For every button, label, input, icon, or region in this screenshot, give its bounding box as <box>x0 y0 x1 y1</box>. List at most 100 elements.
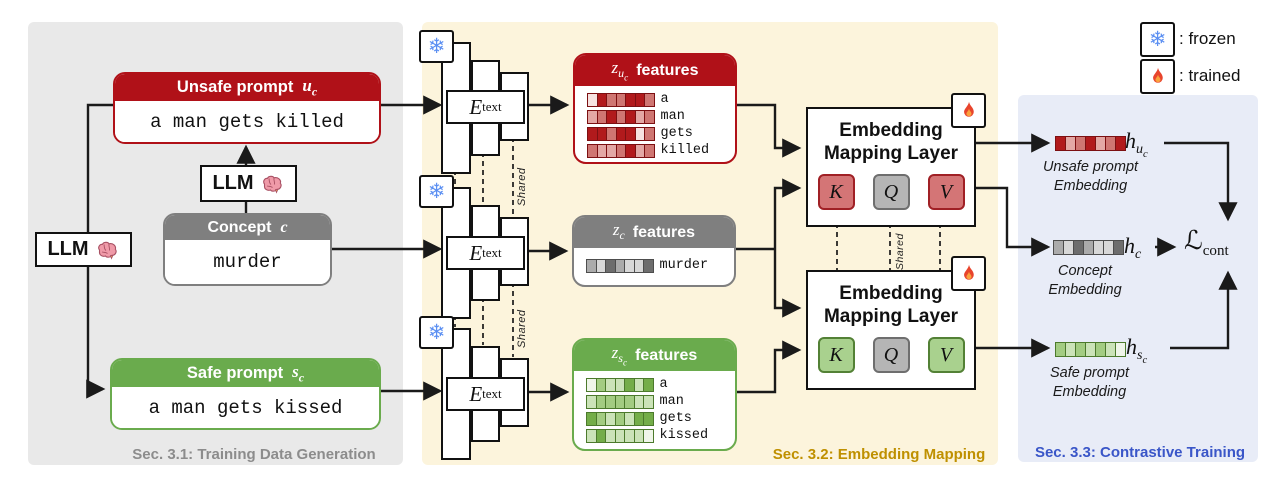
encoder-subscript: text <box>482 386 502 401</box>
concept-text: murder <box>165 240 330 284</box>
token-label: man <box>659 394 684 409</box>
feature-row: gets <box>586 410 735 427</box>
trained-icon <box>951 93 986 128</box>
unsafe-features-symbol: zuc <box>611 57 629 84</box>
unsafe-feature-rows: a man gets killed <box>575 86 735 159</box>
concept-symbol: c <box>280 218 288 236</box>
encoder-subscript: text <box>482 245 502 260</box>
concept-features-header: zc features <box>574 217 734 248</box>
feature-cell <box>1113 240 1124 255</box>
section-label-3-2: Sec. 3.2: Embedding Mapping <box>772 446 986 463</box>
safe-embedding-symbol: hsc <box>1126 334 1148 367</box>
feature-row: killed <box>587 142 735 159</box>
safe-feature-rows: a man gets kissed <box>574 371 735 444</box>
frozen-icon: ❄ <box>419 175 454 208</box>
concept-header: Concept c <box>165 215 330 240</box>
unsafe-features-header: zuc features <box>575 55 735 86</box>
flame-icon <box>963 101 974 117</box>
legend-frozen-icon: ❄ <box>1140 22 1175 57</box>
unsafe-prompt-title: Unsafe prompt <box>176 78 294 96</box>
feature-cell <box>1115 342 1126 357</box>
legend-trained-label: : trained <box>1179 66 1241 85</box>
encoder-symbol: E <box>469 240 483 265</box>
shared-weights-label: Shared <box>516 167 528 206</box>
safe-prompt-box: Safe prompt sc a man gets kissed <box>110 358 381 430</box>
llm-box-left: LLM <box>35 232 132 267</box>
kqv-row: K Q V <box>817 174 965 211</box>
safe-prompt-symbol: sc <box>292 361 305 385</box>
concept-embedding-caption: Concept Embedding <box>1048 263 1122 298</box>
features-word: features <box>632 223 696 241</box>
unsafe-features-box: zuc features a man gets killed <box>573 53 737 164</box>
legend-trained-icon <box>1140 59 1175 94</box>
features-word: features <box>635 346 698 364</box>
concept-features-symbol: zc <box>612 219 625 242</box>
legend-frozen-label: : frozen <box>1179 29 1236 48</box>
token-label: murder <box>659 258 709 273</box>
feature-row: a <box>587 91 735 108</box>
value-matrix: V <box>927 337 965 374</box>
section-label-3-1: Sec. 3.1: Training Data Generation <box>132 446 376 463</box>
section-label-3-3: Sec. 3.3: Contrastive Training <box>1034 444 1246 461</box>
kqv-row: K Q V <box>817 337 965 374</box>
feature-row: a <box>586 376 735 393</box>
feature-row: murder <box>586 257 734 274</box>
unsafe-prompt-symbol: uc <box>302 75 318 99</box>
token-label: killed <box>660 143 710 158</box>
key-matrix: K <box>817 337 855 374</box>
key-matrix: K <box>817 174 855 211</box>
feature-cell <box>643 377 654 392</box>
shared-weights-label: Shared <box>516 309 528 348</box>
feature-cell <box>1115 136 1126 151</box>
token-label: a <box>660 92 669 107</box>
feature-cell <box>644 143 655 158</box>
unsafe-embedding-strip <box>1055 136 1126 151</box>
encoder-symbol: E <box>469 94 483 119</box>
unsafe-embedding-symbol: huc <box>1125 128 1148 161</box>
trained-icon <box>951 256 986 291</box>
brain-icon <box>97 241 117 260</box>
feature-cell <box>643 394 654 409</box>
llm-label: LLM <box>47 238 89 260</box>
safe-embedding-strip <box>1055 342 1126 357</box>
unsafe-embedding-caption: Unsafe prompt Embedding <box>1042 159 1139 194</box>
token-label: a <box>659 377 668 392</box>
encoder-subscript: text <box>482 99 502 114</box>
safe-prompt-text: a man gets kissed <box>112 387 379 428</box>
safe-prompt-header: Safe prompt sc <box>112 360 379 387</box>
contrastive-loss-symbol: ℒcont <box>1184 226 1229 260</box>
feature-row: kissed <box>586 427 735 444</box>
llm-label: LLM <box>212 172 254 194</box>
feature-row: man <box>587 108 735 125</box>
panel-contrastive <box>1018 95 1258 462</box>
shared-weights-label: Shared <box>894 233 906 270</box>
token-label: kissed <box>659 428 709 443</box>
token-label: man <box>660 109 685 124</box>
value-matrix: V <box>927 174 965 211</box>
features-word: features <box>636 61 699 79</box>
query-matrix: Q <box>872 174 910 211</box>
safe-embedding-caption: Safe prompt Embedding <box>1050 365 1129 400</box>
token-label: gets <box>660 126 693 141</box>
token-label: gets <box>659 411 692 426</box>
flame-icon <box>1152 67 1163 83</box>
safe-features-header: zsc features <box>574 340 735 371</box>
safe-features-symbol: zsc <box>611 342 628 369</box>
feature-cell <box>643 258 654 273</box>
feature-row: gets <box>587 125 735 142</box>
concept-features-box: zc features murder <box>572 215 736 287</box>
flame-icon <box>963 264 974 280</box>
concept-title: Concept <box>207 218 272 236</box>
concept-embedding-strip <box>1053 240 1124 255</box>
unsafe-prompt-header: Unsafe prompt uc <box>115 74 379 101</box>
safe-prompt-title: Safe prompt <box>186 364 284 382</box>
frozen-icon: ❄ <box>419 316 454 349</box>
concept-box: Concept c murder <box>163 213 332 286</box>
encoder-symbol: E <box>469 381 483 406</box>
